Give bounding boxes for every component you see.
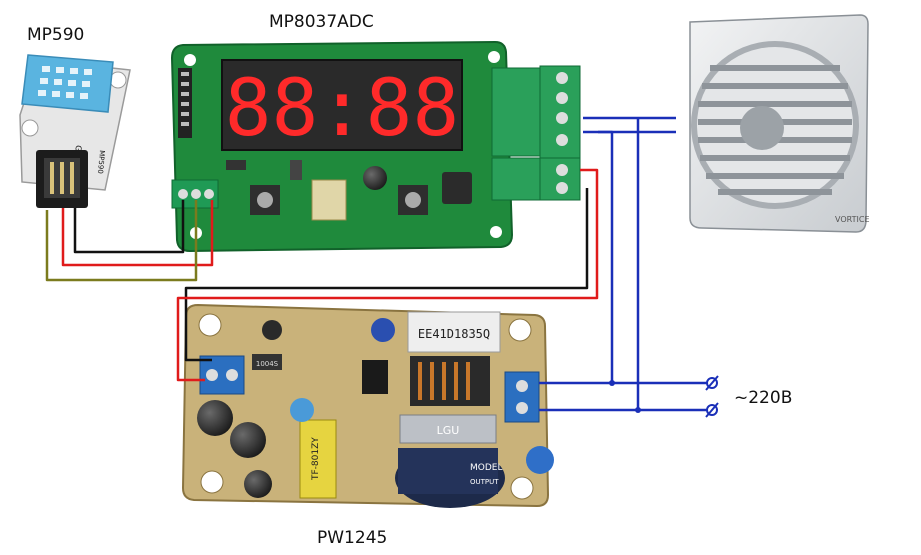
mains-label: ~220B [734, 388, 792, 408]
inductor-label: LGU [437, 424, 460, 437]
controller-relay-terminals [491, 65, 581, 201]
seven-segment-display: 88:88 [221, 59, 463, 154]
psu-yellow-component: TF-801ZY [299, 419, 337, 499]
psu-input-terminal [504, 371, 540, 423]
transformer-label: EE41D1835Q [418, 327, 490, 341]
sensor-dome [21, 54, 114, 113]
wire-olive-sensor [45, 200, 198, 282]
pin-header-left [178, 68, 192, 138]
psu-small-components: 1004S [197, 318, 554, 498]
mains-terminals [705, 375, 719, 418]
sensor-module: G V S MP590 [19, 54, 131, 208]
psu-label: PW1245 [317, 528, 387, 548]
psu-inductor: LGU [399, 414, 497, 444]
controller-components [226, 160, 472, 221]
wire-red-sensor [61, 200, 214, 267]
yellow-component-label: TF-801ZY [311, 437, 321, 481]
controller-board: 88:88 [170, 40, 581, 253]
psu-output-terminal [199, 355, 245, 395]
junction-dot [609, 380, 615, 386]
sensor-label: MP590 [27, 25, 84, 45]
wire-blue-relay-to-mains [598, 130, 614, 383]
psu-transformer: EE41D1835Q [407, 311, 501, 406]
junction-dot [635, 407, 641, 413]
wire-red-power [176, 168, 599, 382]
controller-label: MP8037ADC [269, 12, 374, 32]
capacitor-label-2: OUTPUT [470, 478, 499, 486]
psu-bulk-capacitor: MODEL OUTPUT [395, 448, 505, 508]
wires [45, 116, 708, 413]
wire-black-sensor [73, 200, 185, 254]
wire-black-power [184, 188, 589, 362]
ic-label: 1004S [256, 360, 279, 368]
display-digits: 88:88 [225, 64, 460, 154]
sensor-connector [36, 150, 88, 208]
fan-brand-label: VORTICE [835, 215, 870, 224]
power-supply-board: EE41D1835Q LGU TF-801ZY MODEL OUTPUT [181, 303, 554, 508]
exhaust-fan: VORTICE [689, 14, 870, 233]
capacitor-label: MODEL [470, 463, 502, 473]
sensor-pcb-label: MP590 [96, 150, 106, 174]
